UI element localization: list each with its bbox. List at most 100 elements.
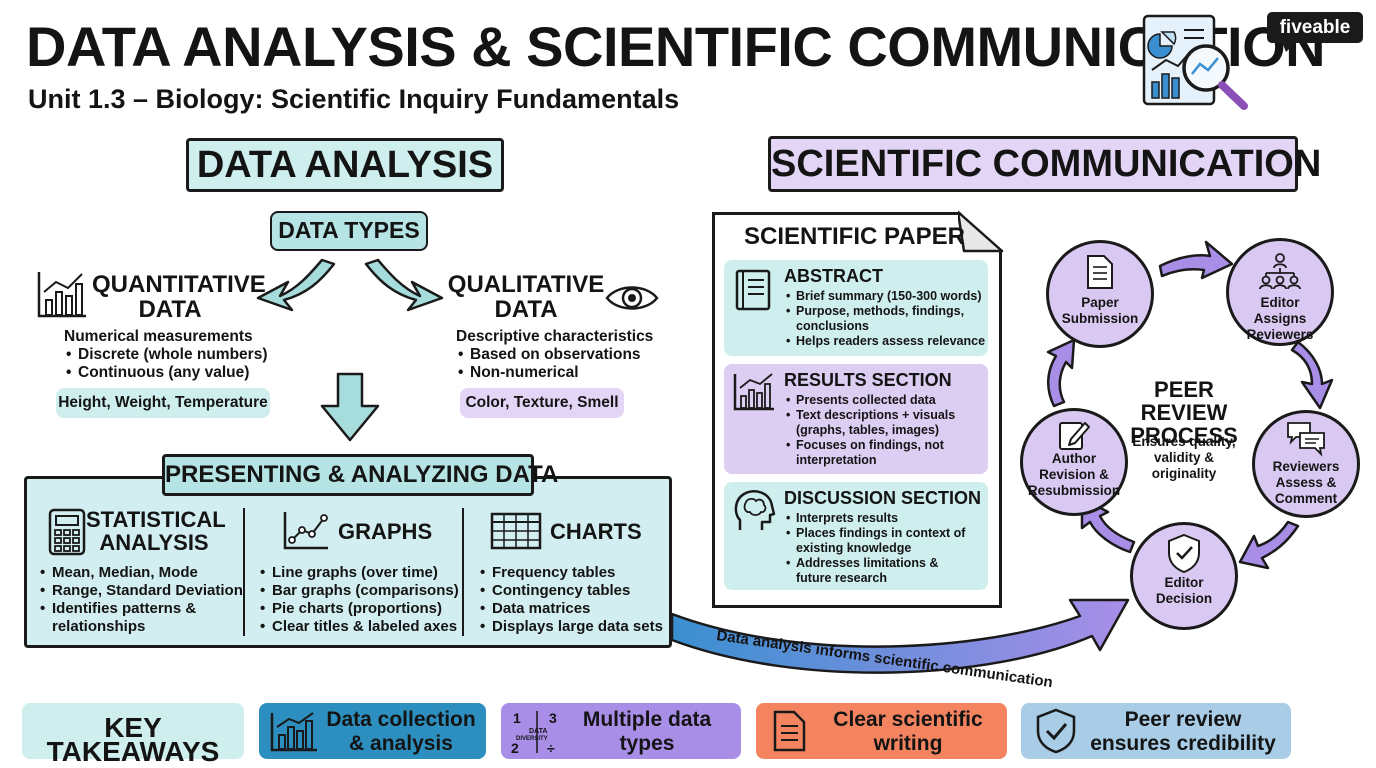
eye-icon <box>605 286 659 310</box>
discussion-title: DISCUSSION SECTION <box>784 488 982 508</box>
svg-text:DIVERSITY: DIVERSITY <box>516 736 548 742</box>
data-analysis-banner: DATA ANALYSIS <box>186 138 504 192</box>
bar-chart-icon <box>270 712 317 752</box>
quantitative-examples: Height, Weight, Temperature <box>56 388 270 418</box>
list-item: Data matrices <box>478 600 663 618</box>
scientific-communication-banner: SCIENTIFIC COMMUNICATION <box>768 136 1321 192</box>
pencil-note-icon <box>1059 422 1090 450</box>
abstract-section: ABSTRACT Brief summary (150-300 words) P… <box>724 260 988 356</box>
list-item: Mean, Median, Mode <box>38 564 243 582</box>
data-types-label: DATA TYPES <box>270 211 428 251</box>
discussion-bullets: Interprets results Places findings in co… <box>786 511 972 586</box>
branch-arrows <box>256 258 444 312</box>
results-section: RESULTS SECTION Presents collected data … <box>724 364 988 474</box>
connector-arrow: Data analysis informs scientific communi… <box>670 598 1130 688</box>
results-bullets: Presents collected data Text description… <box>786 393 966 468</box>
paper-title: SCIENTIFIC PAPER <box>744 223 965 250</box>
presenting-heading: PRESENTING & ANALYZING DATA <box>162 454 558 496</box>
list-item: Brief summary (150-300 words) <box>786 289 985 304</box>
brain-head-icon <box>734 490 776 530</box>
step-label: Editor Decision <box>1155 575 1213 606</box>
list-item: Bar graphs (comparisons) <box>258 582 459 600</box>
qualitative-title: QUALITATIVE DATA <box>447 271 605 324</box>
list-item: Range, Standard Deviation <box>38 582 243 600</box>
svg-text:2: 2 <box>511 740 519 755</box>
graphs-title: GRAPHS <box>338 519 433 544</box>
qualitative-bullets: Based on observations Non-numerical <box>456 346 641 382</box>
charts-title: CHARTS <box>550 519 642 544</box>
list-item: Frequency tables <box>478 564 663 582</box>
step-paper-submission: Paper Submission <box>1046 240 1154 348</box>
step-label: Editor Assigns Reviewers <box>1246 295 1314 342</box>
step-reviewers-assess: Reviewers Assess & Comment <box>1252 410 1360 518</box>
scatter-graph-icon <box>283 512 328 550</box>
graphs-bullets: Line graphs (over time) Bar graphs (comp… <box>258 564 459 636</box>
quantitative-description: Numerical measurements <box>64 328 253 345</box>
list-item: Text descriptions + visuals (graphs, tab… <box>786 408 966 438</box>
brand-logo-tail <box>1282 42 1296 52</box>
paper-corner-fold <box>958 209 1006 255</box>
page-subtitle: Unit 1.3 – Biology: Scientific Inquiry F… <box>28 84 680 114</box>
list-item: Line graphs (over time) <box>258 564 459 582</box>
step-editor-assigns: Editor Assigns Reviewers <box>1226 238 1334 346</box>
bar-chart-icon <box>733 373 774 411</box>
document-icon <box>1087 255 1113 289</box>
svg-text:3: 3 <box>549 710 557 726</box>
shield-check-icon <box>1036 708 1076 754</box>
list-item: Identifies patterns & relationships <box>38 600 218 636</box>
qualitative-examples: Color, Texture, Smell <box>460 388 624 418</box>
document-icon <box>773 710 806 752</box>
statistical-bullets: Mean, Median, Mode Range, Standard Devia… <box>38 564 243 636</box>
takeaway-clear-writing: Clear scientific writing <box>756 703 1007 759</box>
data-diversity-icon: 1 3 DATA DIVERSITY 2 ÷ <box>511 710 557 755</box>
list-item: Helps readers assess relevance <box>786 334 985 349</box>
step-author-revision: Author Revision & Resubmission <box>1020 408 1128 516</box>
page-title: DATA ANALYSIS & SCIENTIFIC COMMUNICATION <box>26 15 1326 78</box>
list-item: Interprets results <box>786 511 972 526</box>
list-item: Based on observations <box>456 346 641 364</box>
comments-icon <box>1287 422 1325 457</box>
list-item: Clear titles & labeled axes <box>258 618 459 636</box>
book-icon <box>735 269 771 311</box>
results-title: RESULTS SECTION <box>784 370 952 390</box>
takeaway-peer-review: Peer review ensures credibility <box>1021 703 1291 759</box>
down-arrow <box>320 372 380 442</box>
step-label: Paper Submission <box>1061 295 1139 326</box>
list-item: Continuous (any value) <box>64 364 268 382</box>
list-item: Non-numerical <box>456 364 641 382</box>
charts-bullets: Frequency tables Contingency tables Data… <box>478 564 663 636</box>
list-item: Focuses on findings, not interpretation <box>786 438 954 468</box>
quantitative-bullets: Discrete (whole numbers) Continuous (any… <box>64 346 268 382</box>
people-network-icon <box>1259 253 1301 290</box>
svg-text:DATA: DATA <box>529 728 547 735</box>
line-chart-icon <box>37 272 86 318</box>
column-divider <box>462 508 464 636</box>
list-item: Places findings in context of existing k… <box>786 526 966 556</box>
svg-text:÷: ÷ <box>547 740 555 755</box>
brand-logo: fiveable <box>1267 12 1363 43</box>
list-item: Pie charts (proportions) <box>258 600 459 618</box>
peer-review-title: PEER REVIEW PROCESS <box>1130 377 1238 449</box>
svg-text:1: 1 <box>513 710 521 726</box>
list-item: Presents collected data <box>786 393 966 408</box>
quantitative-title: QUANTITATIVE DATA <box>92 271 266 324</box>
calculator-icon <box>48 508 86 556</box>
abstract-title: ABSTRACT <box>784 266 883 286</box>
takeaway-data-collection: Data collection & analysis <box>259 703 486 759</box>
table-icon <box>490 512 542 550</box>
list-item: Displays large data sets <box>478 618 663 636</box>
list-item: Discrete (whole numbers) <box>64 346 268 364</box>
list-item: Contingency tables <box>478 582 663 600</box>
takeaway-multiple-types: 1 3 DATA DIVERSITY 2 ÷ Multiple data typ… <box>501 703 741 759</box>
list-item: Addresses limitations & future research <box>786 556 972 586</box>
step-label: Author Revision & Resubmission <box>1027 451 1121 498</box>
discussion-section: DISCUSSION SECTION Interprets results Pl… <box>724 482 988 590</box>
shield-check-icon <box>1168 533 1200 573</box>
key-takeaways-label: KEY TAKEAWAYS <box>22 703 244 766</box>
statistical-title: STATISTICAL ANALYSIS <box>86 507 226 556</box>
magnifier-chart-icon <box>1142 14 1248 110</box>
step-label: Reviewers Assess & Comment <box>1272 459 1340 506</box>
peer-review-cycle-arrows <box>1046 240 1334 570</box>
peer-review-subtitle: Ensures quality, validity & originality <box>1132 434 1236 481</box>
qualitative-description: Descriptive characteristics <box>456 328 654 345</box>
